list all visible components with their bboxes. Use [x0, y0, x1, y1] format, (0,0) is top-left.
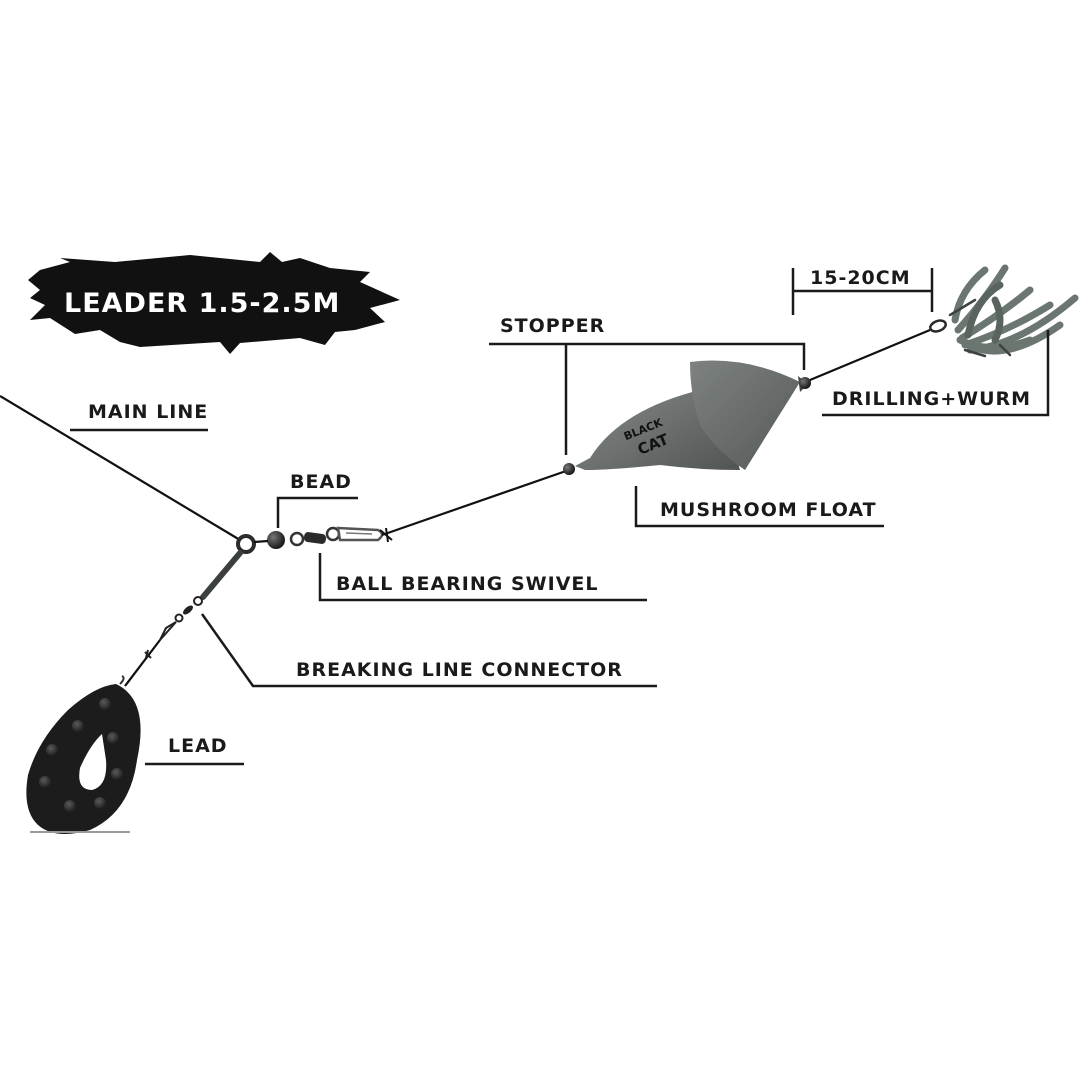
hook-line-wire: [809, 328, 931, 382]
label-mushroom-float: MUSHROOM FLOAT: [660, 499, 877, 521]
lead-link-wire: [124, 639, 161, 687]
label-distance: 15-20CM: [810, 267, 911, 289]
stopper-leader-right: [489, 342, 806, 370]
connector-tube: [200, 550, 243, 600]
float-leader: [634, 486, 884, 528]
mushroom-float: BLACK CAT: [575, 360, 808, 470]
rig-ring: [236, 534, 256, 554]
label-ball-bearing-swivel: BALL BEARING SWIVEL: [336, 573, 599, 595]
bead-leader: [276, 496, 358, 528]
banner-text: LEADER 1.5-2.5M: [64, 288, 340, 319]
snap-knot: [379, 527, 393, 543]
banner-shape: [28, 252, 400, 354]
line-knot: [144, 649, 152, 659]
label-breaking-line-connector: BREAKING LINE CONNECTOR: [296, 659, 623, 681]
label-lead: LEAD: [168, 735, 228, 757]
stopper-bead-left: [563, 463, 575, 475]
ball-bearing-swivel: [289, 526, 384, 547]
leader-length-banner: LEADER 1.5-2.5M: [28, 252, 400, 354]
lead-swivel: [159, 596, 203, 641]
stopper-bead-right: [799, 377, 811, 389]
label-stopper: STOPPER: [500, 315, 605, 337]
bead: [267, 531, 285, 549]
lead-weight: [26, 675, 141, 834]
hook-worm-leader: [822, 330, 1050, 417]
connector-leader: [200, 613, 657, 688]
label-hook-worm: DRILLING+WURM: [832, 388, 1031, 410]
treble-hook-worm: [929, 264, 1079, 358]
label-main-line: MAIN LINE: [88, 401, 208, 423]
main-line-wire: [0, 395, 241, 541]
label-bead: BEAD: [290, 471, 352, 493]
swivel-leader: [318, 553, 647, 602]
bead-wire: [253, 539, 269, 544]
leader-line-wire: [381, 469, 567, 537]
